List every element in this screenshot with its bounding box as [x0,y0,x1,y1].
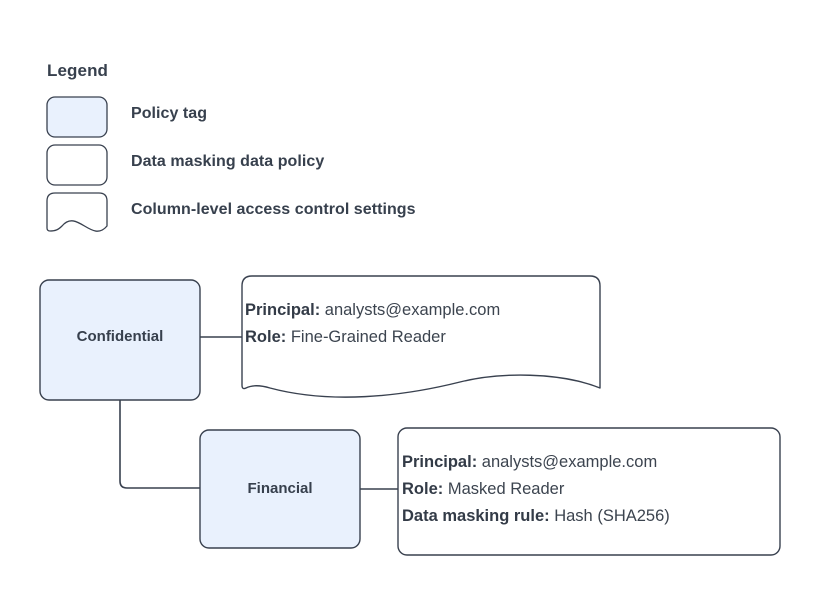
legend-swatch-policy-tag [46,96,108,138]
legend-label-data-masking-policy: Data masking data policy [131,153,325,170]
connector-confidential-to-financial [119,399,201,489]
node-financial[interactable] [199,429,361,549]
callout-line-value: Hash (SHA256) [554,507,670,525]
legend-label-policy-tag: Policy tag [131,105,208,122]
callout-line-value: analysts@example.com [481,453,658,471]
legend-swatch-column-level-access [46,192,108,232]
callout-financial-masking-text: Principal: analysts@example.com Role: Ma… [402,449,670,530]
callout-confidential-access-shape[interactable] [241,275,601,398]
callout-confidential-access-text: Principal: analysts@example.com Role: Fi… [245,297,500,351]
callout-line-key: Principal: [402,453,482,471]
callout-line: Principal: analysts@example.com [402,449,670,476]
callout-line-value: Fine-Grained Reader [290,328,446,346]
callout-line-key: Role: [245,328,291,346]
node-confidential[interactable] [39,279,201,401]
node-label-confidential: Confidential [76,328,164,345]
callout-line-key: Role: [402,480,448,498]
callout-line: Data masking rule: Hash (SHA256) [402,503,670,530]
callout-line: Principal: analysts@example.com [245,297,500,324]
callout-line-key: Principal: [245,301,325,319]
callout-financial-masking-shape[interactable] [397,427,781,556]
callout-line: Role: Masked Reader [402,476,670,503]
legend-title: Legend [47,61,109,80]
callout-line-value: analysts@example.com [324,301,501,319]
callout-line-key: Data masking rule: [402,507,555,525]
legend-swatch-data-masking-policy [46,144,108,186]
legend-label-column-level-access: Column-level access control settings [131,201,416,218]
callout-line-value: Masked Reader [447,480,565,498]
node-label-financial: Financial [247,480,313,497]
callout-line: Role: Fine-Grained Reader [245,324,500,351]
